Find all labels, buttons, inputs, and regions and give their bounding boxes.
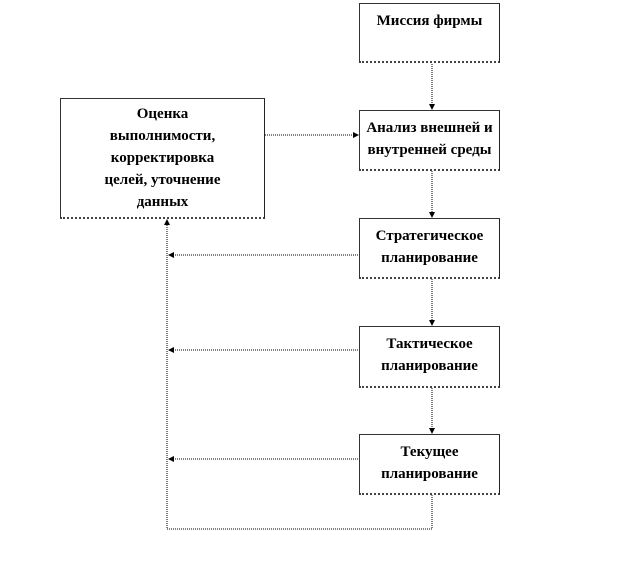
strategic-planning-box: Стратегическое планирование — [359, 218, 500, 279]
evaluation-text-line: Оценка — [136, 106, 189, 122]
mission-text: Миссия фирмы — [376, 13, 483, 29]
evaluation-box: Оценка выполнимости, корректировка целей… — [60, 98, 265, 219]
analysis-text-line: Анализ внешней и — [366, 120, 493, 136]
strategic-text-line: планирование — [381, 250, 478, 266]
strategic-text-line: Стратегическое — [375, 228, 484, 244]
tactical-text-line: планирование — [381, 358, 478, 374]
mission-box: Миссия фирмы — [359, 3, 500, 63]
analysis-box: Анализ внешней и внутренней среды — [359, 110, 500, 171]
current-text-line: Текущее — [400, 444, 459, 460]
evaluation-text-line: целей, уточнение — [104, 172, 221, 188]
evaluation-text-line: данных — [136, 194, 189, 210]
current-planning-box: Текущее планирование — [359, 434, 500, 495]
evaluation-text-line: выполнимости, — [109, 128, 216, 144]
tactical-planning-box: Тактическое планирование — [359, 326, 500, 388]
evaluation-text-line: корректировка — [110, 150, 215, 166]
current-text-line: планирование — [381, 466, 478, 482]
feedback-loop-line — [164, 219, 433, 530]
tactical-text-line: Тактическое — [386, 336, 473, 352]
analysis-text-line: внутренней среды — [367, 142, 492, 158]
